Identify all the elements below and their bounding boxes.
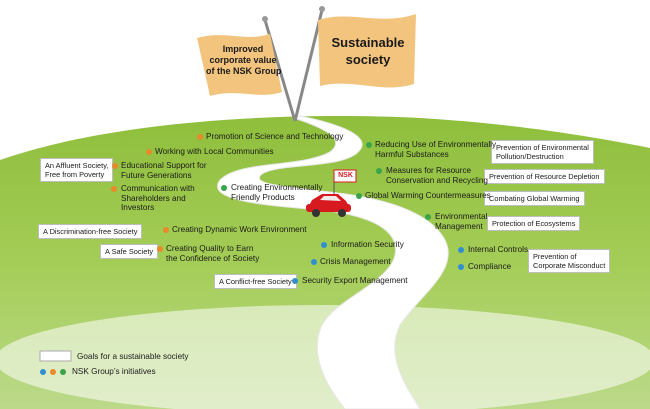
initiative-dot bbox=[163, 227, 169, 233]
society-box-ecosystems: Protection of Ecosystems bbox=[487, 216, 581, 231]
car-flag-text: NSK bbox=[338, 172, 353, 179]
legend-dot-orange bbox=[50, 369, 56, 375]
society-box-pollution: Prevention of Environmental Pollution/De… bbox=[491, 140, 594, 164]
society-box-corporate-misconduct: Prevention of Corporate Misconduct bbox=[528, 249, 611, 273]
legend-dot-green bbox=[60, 369, 66, 375]
initiative-dot bbox=[425, 214, 431, 220]
initiative-dot bbox=[311, 259, 317, 265]
initiative-environmental-management: Environmental Management bbox=[435, 212, 488, 231]
initiative-science-technology: Promotion of Science and Technology bbox=[206, 132, 344, 141]
initiative-dot bbox=[157, 246, 163, 252]
initiative-dot bbox=[321, 242, 327, 248]
initiative-dot bbox=[458, 247, 464, 253]
winding-road bbox=[217, 115, 449, 409]
initiative-dynamic-work: Creating Dynamic Work Environment bbox=[172, 225, 307, 234]
nsk-car bbox=[306, 169, 357, 217]
initiative-security-export: Security Export Management bbox=[302, 276, 408, 285]
initiative-information-security: Information Security bbox=[331, 240, 404, 249]
initiative-quality: Creating Quality to Earn the Confidence … bbox=[166, 244, 260, 263]
initiative-compliance: Compliance bbox=[468, 262, 512, 271]
initiative-dot bbox=[292, 278, 298, 284]
left-flag bbox=[197, 34, 282, 96]
society-box-discrimination-free: A Discrimination-free Society bbox=[38, 224, 143, 239]
legend-initiatives-label: NSK Group’s initiatives bbox=[72, 367, 156, 376]
society-box-global-warming: Combating Global Warming bbox=[484, 191, 585, 206]
initiative-local-communities: Working with Local Communities bbox=[155, 147, 274, 156]
initiative-dot bbox=[197, 134, 203, 140]
initiative-dot bbox=[458, 264, 464, 270]
initiative-educational-support: Educational Support for Future Generatio… bbox=[121, 161, 207, 180]
society-box-affluent: An Affluent Society, Free from Poverty bbox=[40, 158, 114, 182]
society-box-resource-depletion: Prevention of Resource Depletion bbox=[484, 169, 605, 184]
legend-box-swatch bbox=[39, 350, 72, 362]
initiative-dot bbox=[221, 185, 227, 191]
society-box-safe: A Safe Society bbox=[100, 244, 159, 259]
right-flag bbox=[318, 14, 416, 88]
initiative-crisis-management: Crisis Management bbox=[320, 257, 391, 266]
initiative-dot bbox=[112, 163, 118, 169]
society-box-conflict-free: A Conflict-free Society bbox=[214, 274, 297, 289]
initiative-harmful-substances: Reducing Use of Environmentally Harmful … bbox=[375, 140, 497, 159]
initiative-dot bbox=[376, 168, 382, 174]
initiative-dot bbox=[146, 149, 152, 155]
initiative-dot bbox=[356, 193, 362, 199]
legend-dot-blue bbox=[40, 369, 46, 375]
initiative-dot bbox=[366, 142, 372, 148]
right-flag-pole bbox=[293, 9, 324, 122]
legend-goals-label: Goals for a sustainable society bbox=[77, 352, 189, 361]
right-flag-text: Sustainable society bbox=[331, 35, 405, 67]
initiative-internal-controls: Internal Controls bbox=[468, 245, 529, 254]
left-flag-text: Improved corporate value of the NSK Grou… bbox=[206, 44, 282, 76]
initiative-global-warming: Global Warming Countermeasures bbox=[365, 191, 491, 200]
initiative-friendly-products: Creating Environmentally Friendly Produc… bbox=[231, 183, 323, 202]
initiative-dot bbox=[111, 186, 117, 192]
initiative-resource-conservation: Measures for Resource Conservation and R… bbox=[386, 166, 488, 185]
initiative-communication: Communication with Shareholders and Inve… bbox=[121, 184, 195, 213]
